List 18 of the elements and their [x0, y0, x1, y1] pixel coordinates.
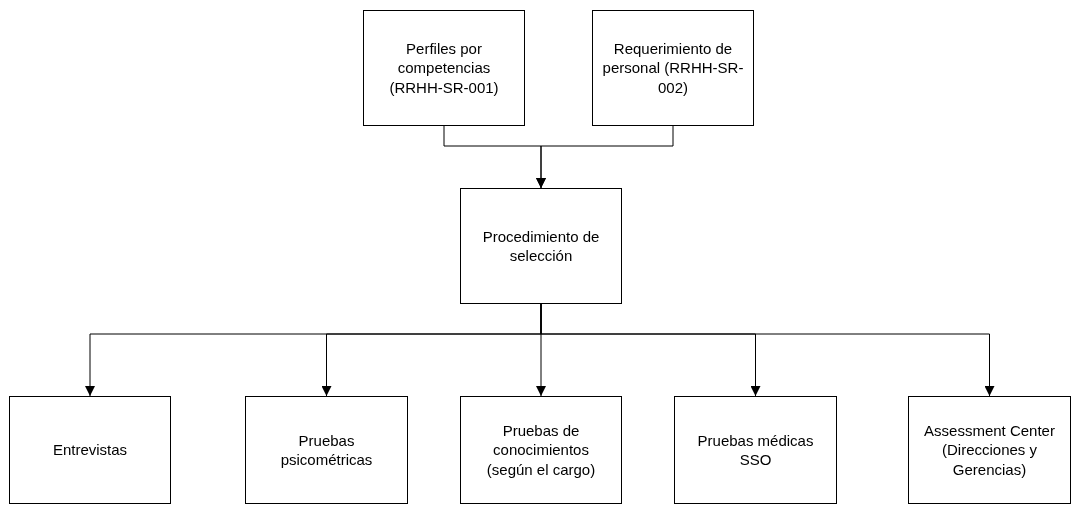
box-label: Pruebas médicas SSO: [696, 430, 815, 470]
process-box: [460, 188, 622, 304]
box-label: Perfiles por competencias (RRHH-SR-001): [388, 38, 500, 98]
process-box: [9, 396, 171, 504]
box-label: Requerimiento de personal (RRHH-SR-002): [601, 38, 745, 98]
box-label: Entrevistas: [52, 440, 128, 460]
box-label: Pruebas de conocimientos (según el cargo): [485, 420, 597, 480]
process-box: [363, 10, 525, 126]
arrow: [536, 125, 674, 189]
box-label: Procedimiento de selección: [481, 226, 601, 266]
box-label: Pruebas psicométricas: [279, 430, 374, 470]
process-box: [460, 396, 622, 504]
arrow: [540, 303, 995, 397]
process-box: [592, 10, 754, 126]
process-box: [908, 396, 1071, 504]
box-label: Assessment Center (Direcciones y Gerencias): [923, 420, 1056, 480]
process-box: [674, 396, 837, 504]
process-box: [245, 396, 408, 504]
